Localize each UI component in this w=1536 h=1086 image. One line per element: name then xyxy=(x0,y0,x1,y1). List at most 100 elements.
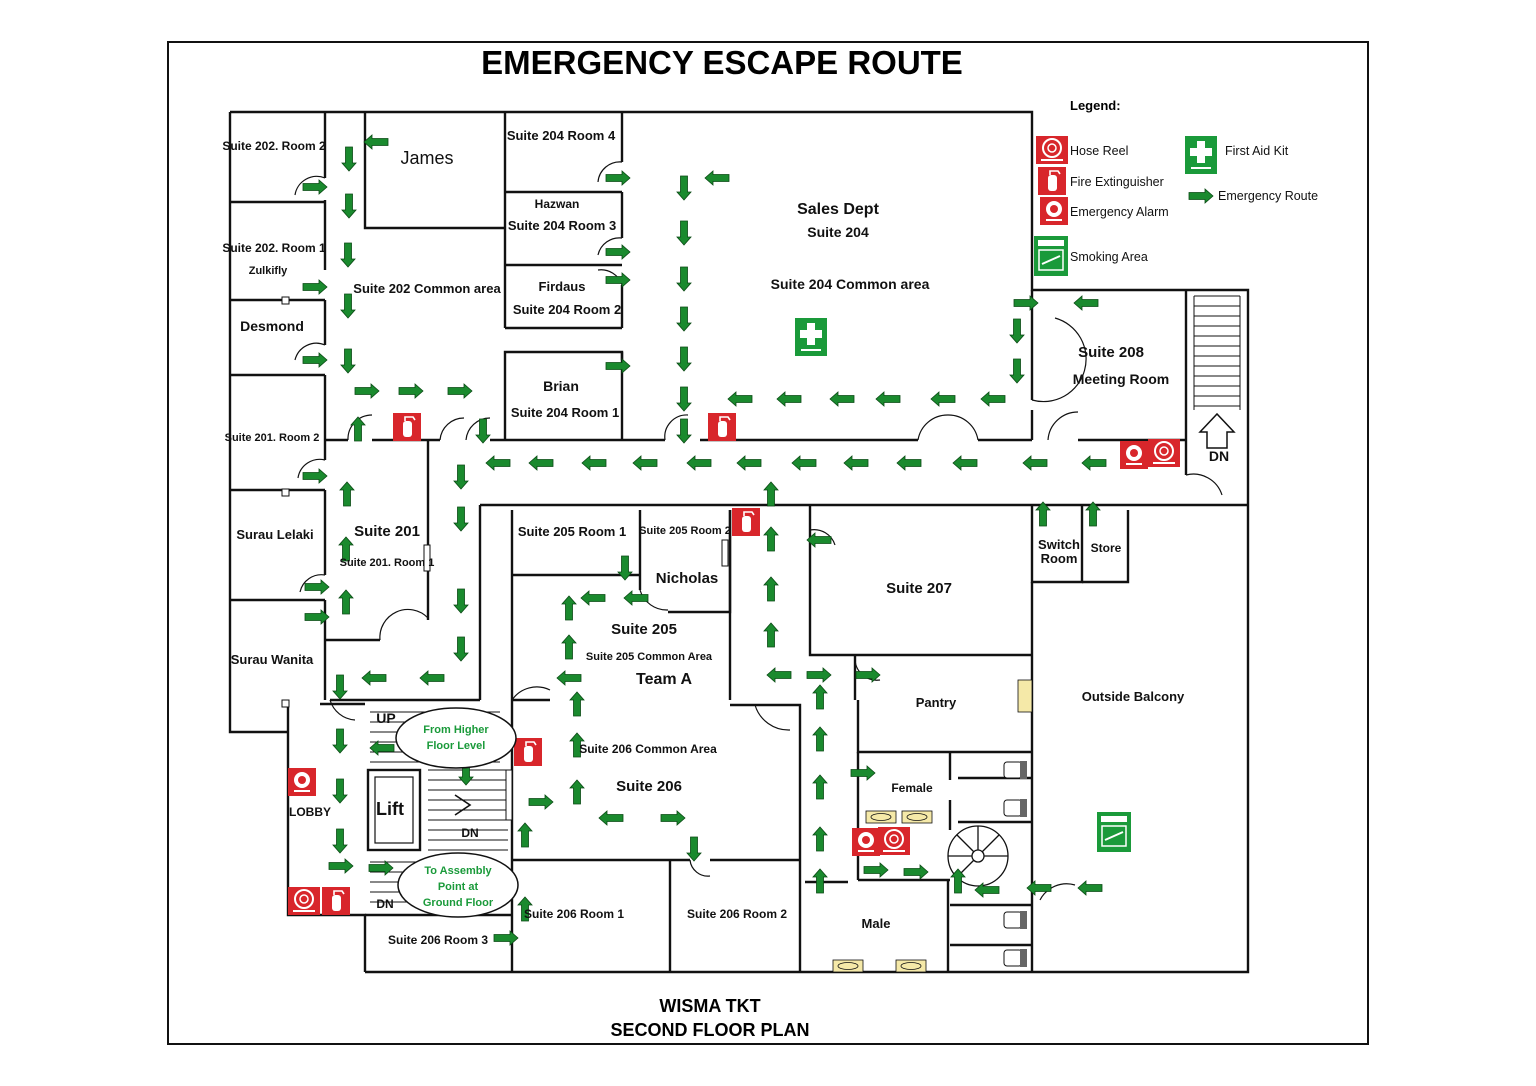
sink-icon xyxy=(901,810,933,824)
room-suite204-room3: Suite 204 Room 3 xyxy=(508,218,616,233)
route-arrow-icon xyxy=(1022,455,1048,471)
route-arrow-icon xyxy=(453,588,469,614)
room-surau-lelaki: Surau Lelaki xyxy=(236,527,313,542)
route-arrow-icon xyxy=(328,858,354,874)
route-arrow-icon xyxy=(598,810,624,826)
room-switch-room-line1: Switch xyxy=(1038,537,1080,552)
route-arrow-icon xyxy=(332,674,348,700)
route-arrow-icon xyxy=(453,506,469,532)
route-arrow-icon xyxy=(453,636,469,662)
route-arrow-icon xyxy=(1026,880,1052,896)
room-suite206: Suite 206 xyxy=(616,778,682,795)
route-arrow-icon xyxy=(766,667,792,683)
sink-icon xyxy=(832,959,864,973)
route-arrow-icon xyxy=(605,170,631,186)
route-arrow-icon xyxy=(581,455,607,471)
route-arrow-icon xyxy=(569,779,585,805)
fire-extinguisher-icon xyxy=(731,507,761,537)
route-arrow-icon xyxy=(736,455,762,471)
route-arrow-icon xyxy=(676,266,692,292)
route-arrow-icon xyxy=(727,391,753,407)
room-suite204-room1: Suite 204 Room 1 xyxy=(511,405,619,420)
route-arrow-icon xyxy=(623,590,649,606)
pantry-sink xyxy=(1017,679,1033,713)
route-arrow-icon xyxy=(660,810,686,826)
route-arrow-icon xyxy=(605,272,631,288)
room-brian: Brian xyxy=(543,378,579,394)
route-arrow-icon xyxy=(580,590,606,606)
route-arrow-icon xyxy=(605,358,631,374)
route-arrow-icon xyxy=(340,293,356,319)
route-arrow-icon xyxy=(517,822,533,848)
route-arrow-icon xyxy=(676,386,692,412)
stair-dn-main: DN xyxy=(461,826,478,840)
route-arrow-icon xyxy=(332,778,348,804)
route-arrow-icon xyxy=(338,589,354,615)
hose-reel-icon xyxy=(1147,438,1181,468)
fire-alarm-icon xyxy=(1120,441,1148,469)
route-arrow-icon xyxy=(903,864,929,880)
legend-emergency-alarm: Emergency Alarm xyxy=(1070,205,1169,219)
route-arrow-icon xyxy=(896,455,922,471)
hose-reel-icon xyxy=(1035,135,1069,165)
room-store: Store xyxy=(1091,541,1122,555)
room-suite205-common: Suite 205 Common Area xyxy=(586,651,713,663)
route-arrow-icon xyxy=(843,455,869,471)
route-arrow-icon xyxy=(340,242,356,268)
room-nicholas: Nicholas xyxy=(656,570,719,587)
route-arrow-icon xyxy=(528,794,554,810)
room-suite201-room1: Suite 201. Room 1 xyxy=(340,557,435,569)
route-arrow-icon xyxy=(686,455,712,471)
callout-higher-line1: From Higher xyxy=(423,724,489,736)
route-arrow-icon xyxy=(952,455,978,471)
route-arrow-icon xyxy=(812,726,828,752)
route-arrow-icon xyxy=(332,828,348,854)
building-name: WISMA TKT xyxy=(659,996,761,1016)
lift-label: Lift xyxy=(376,799,404,819)
route-arrow-icon xyxy=(850,765,876,781)
fixtures xyxy=(832,679,1033,973)
route-arrow-icon xyxy=(561,634,577,660)
room-suite201: Suite 201 xyxy=(354,523,420,540)
room-desmond: Desmond xyxy=(240,318,304,334)
room-suite202-room1: Suite 202. Room 1 xyxy=(222,241,326,255)
route-arrow-icon xyxy=(485,455,511,471)
route-arrow-icon xyxy=(339,481,355,507)
route-arrow-icon xyxy=(1009,358,1025,384)
route-arrow-icon xyxy=(453,464,469,490)
room-switch-room-line2: Room xyxy=(1041,551,1078,566)
route-arrow-icon xyxy=(398,383,424,399)
route-arrow-icon xyxy=(863,862,889,878)
room-sales-dept: Sales Dept xyxy=(797,201,879,218)
room-suite204-room2: Suite 204 Room 2 xyxy=(513,302,621,317)
route-arrow-icon xyxy=(763,622,779,648)
route-arrow-icon xyxy=(763,576,779,602)
fire-extinguisher-icon xyxy=(1037,166,1067,196)
room-suite205: Suite 205 xyxy=(611,621,677,638)
room-suite206-room3: Suite 206 Room 3 xyxy=(388,933,488,947)
route-arrow-icon xyxy=(368,860,394,876)
callout-higher-line2: Floor Level xyxy=(427,740,486,752)
route-arrow-icon xyxy=(980,391,1006,407)
route-arrow-icon xyxy=(676,418,692,444)
room-female: Female xyxy=(891,781,933,795)
room-male: Male xyxy=(862,916,891,931)
sink-icon xyxy=(895,959,927,973)
room-suite204: Suite 204 xyxy=(807,224,869,240)
smoking-area-icon xyxy=(1096,811,1132,853)
stair-up-label: UP xyxy=(376,710,395,726)
callout-assembly-line1: To Assembly xyxy=(424,865,492,877)
toilet-icon xyxy=(1003,760,1028,780)
route-arrow-icon xyxy=(363,134,389,150)
callout-higher-floor xyxy=(395,707,517,769)
first-aid-icon xyxy=(795,318,827,356)
route-arrow-icon xyxy=(829,391,855,407)
room-zulkifly: Zulkifly xyxy=(249,265,288,277)
smoking-area-icon xyxy=(1033,235,1069,277)
route-arrow-icon xyxy=(812,826,828,852)
room-suite206-room1: Suite 206 Room 1 xyxy=(524,907,624,921)
room-suite201-room2: Suite 201. Room 2 xyxy=(225,432,320,444)
route-arrow-icon xyxy=(332,728,348,754)
wall-markers xyxy=(281,296,729,821)
